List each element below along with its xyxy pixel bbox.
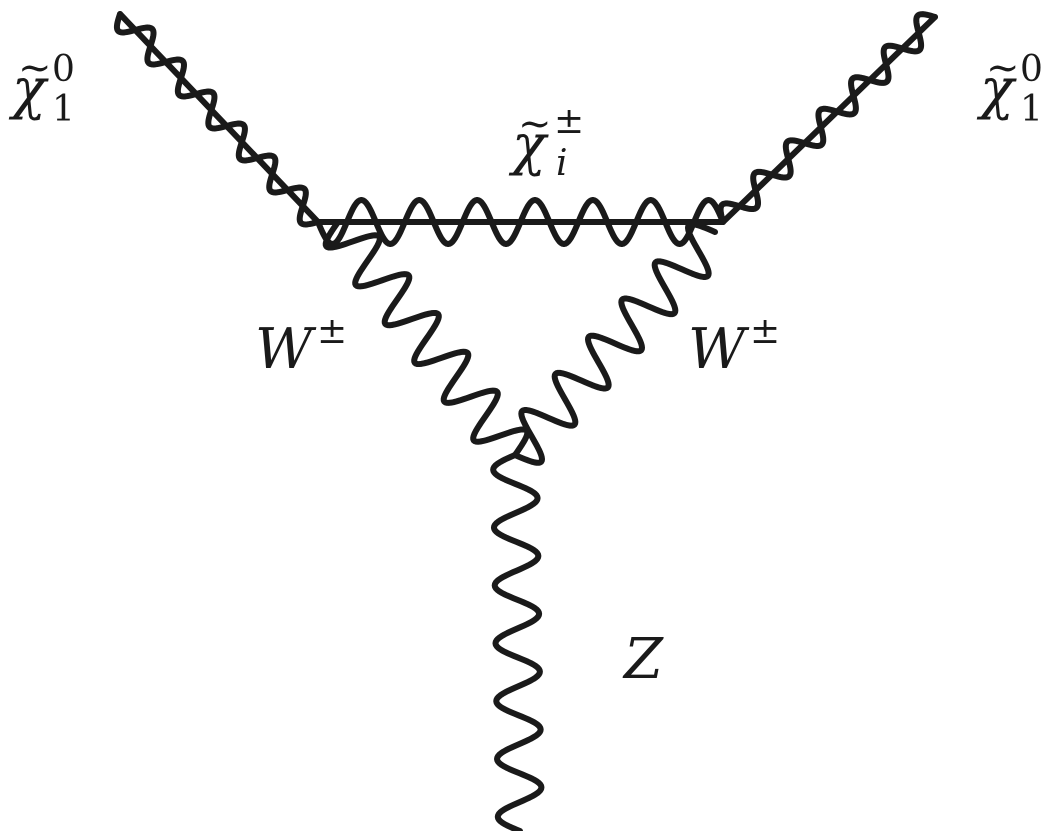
label-neutralino-right: ~ χ 0 1 xyxy=(980,48,1052,132)
label-chargino-subscript: i xyxy=(556,143,568,184)
label-chargino-superscript: ± xyxy=(554,101,585,142)
label-neutralino-right-symbol: χ xyxy=(980,57,1014,122)
label-z-symbol: Z xyxy=(624,627,663,692)
label-w-left-symbol: W xyxy=(255,317,313,382)
label-w-left-superscript: ± xyxy=(317,311,348,352)
neutralino-left-wiggle xyxy=(113,11,321,228)
label-w-right-superscript: ± xyxy=(750,311,781,352)
label-neutralino-left-symbol: χ xyxy=(12,57,46,122)
neutralino-right-wiggle xyxy=(717,11,938,225)
label-neutralino-left: ~ χ 0 1 xyxy=(12,48,92,132)
label-neutralino-left-subscript: 1 xyxy=(52,89,75,130)
neutralino-left-line xyxy=(117,11,321,225)
label-chargino-tilde: ~ xyxy=(518,101,552,147)
w-boson-left-line xyxy=(322,219,531,458)
label-w-right-symbol: W xyxy=(688,317,746,382)
label-neutralino-right-subscript: 1 xyxy=(1020,89,1043,130)
label-chargino-symbol: χ xyxy=(512,113,546,178)
label-neutralino-left-tilde: ~ xyxy=(18,45,52,91)
label-z: Z xyxy=(624,632,684,692)
label-neutralino-left-superscript: 0 xyxy=(52,49,75,90)
label-neutralino-right-tilde: ~ xyxy=(986,45,1020,91)
label-chargino: ~ χ ± i xyxy=(512,104,602,188)
w-boson-right-line xyxy=(512,221,718,466)
label-neutralino-right-superscript: 0 xyxy=(1020,49,1043,90)
label-w-left: W ± xyxy=(255,314,365,382)
neutralino-right-line xyxy=(720,14,938,225)
label-w-right: W ± xyxy=(688,314,798,382)
z-boson-line xyxy=(490,452,545,831)
chargino-wiggle xyxy=(315,197,726,247)
